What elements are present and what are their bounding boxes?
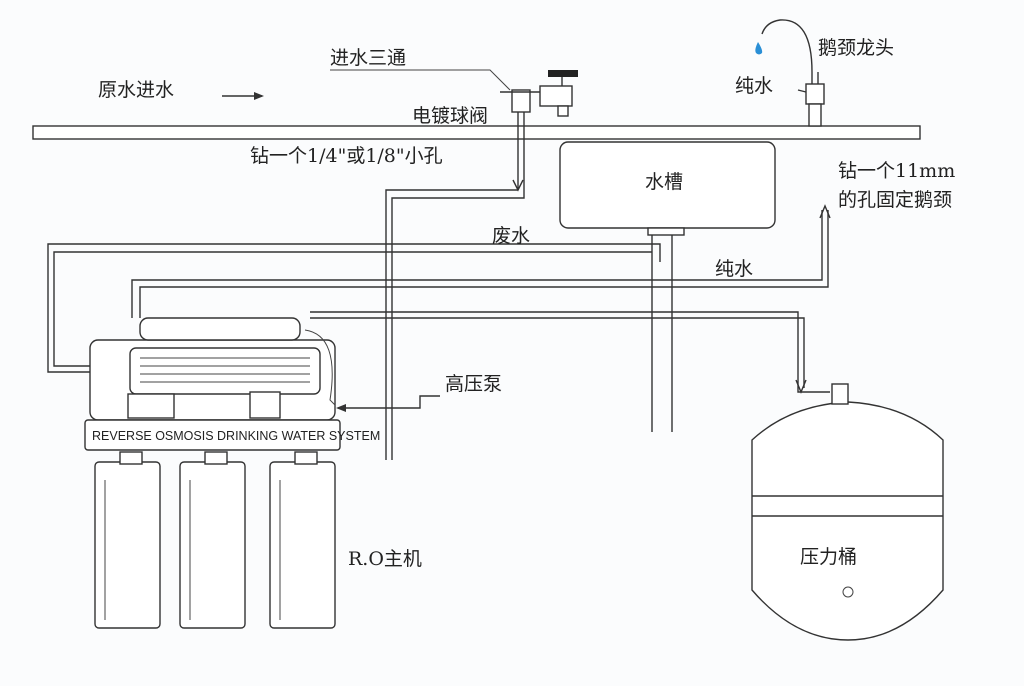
drill-small-hole-label: 钻一个1/4"或1/8"小孔	[250, 145, 443, 167]
tank-pipe	[310, 311, 830, 393]
pump-pointer	[338, 395, 440, 409]
ro-unit-label: R.O主机	[348, 548, 422, 570]
drill-11mm-label-1: 钻一个11mm	[838, 160, 955, 182]
inlet-pipe	[385, 112, 525, 460]
gooseneck-faucet-icon	[761, 19, 825, 127]
pure-water-faucet-label: 纯水	[735, 75, 773, 97]
countertop	[32, 125, 921, 140]
water-drop-icon	[755, 42, 763, 55]
inlet-tee-label: 进水三通	[330, 47, 406, 69]
drill-11mm-label-2: 的孔固定鹅颈	[838, 189, 952, 211]
raw-water-in-label: 原水进水	[98, 79, 174, 101]
pure-water-pipe	[131, 210, 829, 318]
gooseneck-faucet-label: 鹅颈龙头	[818, 37, 894, 59]
waste-water-label: 废水	[492, 225, 530, 247]
pressure-tank-label: 压力桶	[800, 546, 857, 568]
pure-water-label: 纯水	[715, 258, 753, 280]
sink-label: 水槽	[645, 171, 683, 193]
ball-valve-label: 电镀球阀	[412, 105, 488, 127]
ro-unit: REVERSE OSMOSIS DRINKING WATER SYSTEM	[84, 317, 380, 629]
sink	[559, 141, 776, 432]
inlet-tee-valve	[500, 70, 578, 117]
high-pressure-pump-label: 高压泵	[445, 373, 502, 395]
system-plate-label: REVERSE OSMOSIS DRINKING WATER SYSTEM	[92, 429, 380, 443]
pressure-tank	[751, 383, 944, 641]
